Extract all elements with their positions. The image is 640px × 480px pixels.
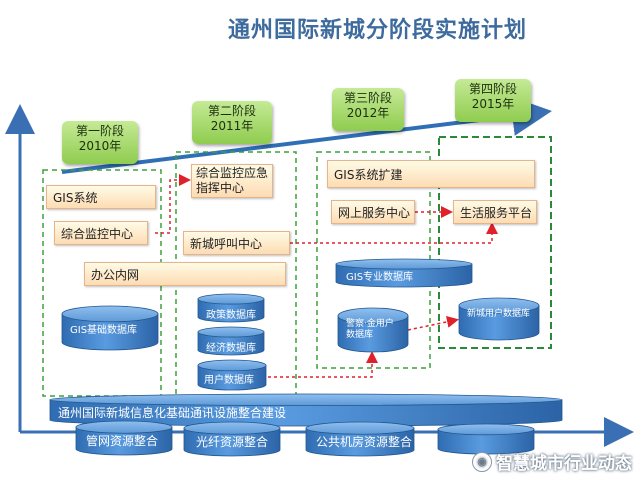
wechat-icon: ◉ (472, 451, 492, 472)
new-city-user-db-label: 新城用户数据库 (467, 309, 531, 319)
phase-3-name: 第三阶段 (343, 91, 392, 105)
economy-db-label: 经济数据库 (206, 343, 256, 354)
fiber-cylinder (183, 421, 281, 457)
extra-base-cylinder (437, 423, 535, 455)
pipe-network-cylinder (75, 420, 173, 456)
phase4-region (438, 136, 552, 349)
phase-1-year: 2010年 (78, 139, 122, 153)
user-db-cylinder (197, 359, 267, 391)
phase-2-year: 2011年 (210, 119, 254, 133)
phase1-region (42, 169, 162, 397)
police-user-db-cylinder (337, 307, 409, 353)
public-room-cylinder (305, 421, 415, 457)
fiber-label: 光纤资源整合 (196, 435, 269, 449)
gis-basic-db-label: GIS基础数据库 (70, 325, 138, 336)
connector-userdb-to-policedb (268, 351, 378, 378)
phase-3-year: 2012年 (346, 106, 390, 120)
policy-db-cylinder (197, 293, 265, 323)
connector-callcenter-to-life (290, 222, 498, 244)
policy-db-label: 政策数据库 (206, 310, 256, 321)
watermark-text: 智慧城市行业动态 (496, 454, 632, 474)
new-city-user-db-cylinder (458, 297, 540, 341)
connector-monitor-to-emergency (155, 174, 191, 234)
phase-3-badge: 第三阶段 2012年 (332, 88, 404, 131)
timeline-arrow (61, 96, 552, 174)
integration-base-label: 通州国际新城信息化基础通讯设施整合建设 (58, 406, 287, 420)
phase-4-name: 第四阶段 (468, 82, 517, 96)
gis-expansion-box: GIS系统扩建 (327, 160, 535, 188)
emergency-command-box: 综合监控应急指挥中心 (191, 164, 273, 198)
gis-system-box: GIS系统 (46, 185, 156, 209)
life-service-box: 生活服务平台 (453, 200, 537, 224)
gis-pro-db-cylinder (335, 258, 473, 288)
online-service-box: 网上服务中心 (331, 200, 415, 224)
phase-1-name: 第一阶段 (75, 124, 124, 138)
police-user-db-label: 警察·金用户数据库 (346, 319, 394, 340)
phase-4-year: 2015年 (471, 97, 515, 111)
connector-policedb-to-newcitydb (407, 315, 459, 331)
office-network-box: 办公内网 (84, 262, 286, 286)
watermark: ◉ 智慧城市行业动态 (472, 449, 632, 474)
public-room-label: 公共机房资源整合 (316, 435, 413, 449)
phase-1-badge: 第一阶段 2010年 (62, 121, 138, 164)
user-db-label: 用户数据库 (204, 375, 254, 386)
page-title: 通州国际新城分阶段实施计划 (228, 18, 528, 43)
gis-pro-db-label: GIS专业数据库 (346, 272, 414, 283)
phase-4-badge: 第四阶段 2015年 (455, 79, 531, 122)
monitoring-center-box: 综合监控中心 (54, 221, 148, 245)
phase-2-name: 第二阶段 (207, 104, 256, 118)
economy-db-cylinder (197, 326, 265, 356)
call-center-box: 新城呼叫中心 (183, 231, 290, 255)
phase-2-badge: 第二阶段 2011年 (192, 101, 272, 144)
pipe-network-label: 管网资源整合 (86, 434, 159, 448)
gis-basic-db-cylinder (61, 305, 159, 351)
